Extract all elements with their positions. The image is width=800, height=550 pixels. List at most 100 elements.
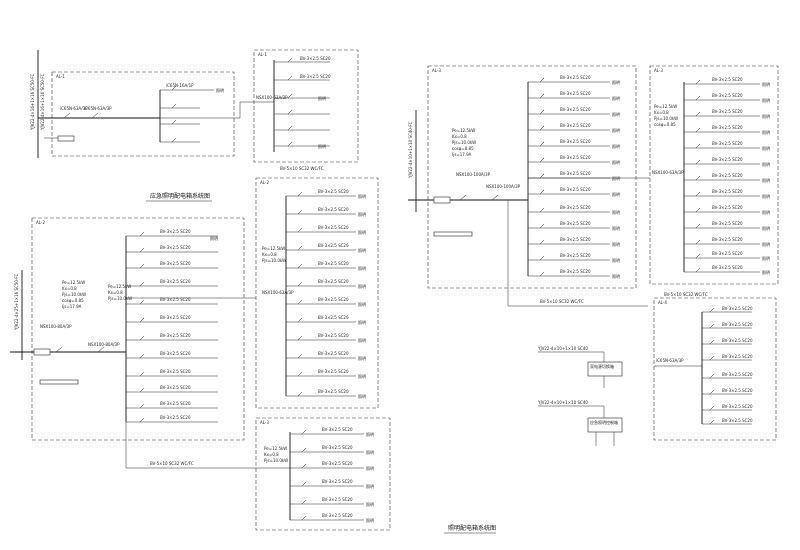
panel-middle-left: AL-2 YJV22-4×25+1×16 SC50-FC NSX100-80A/… — [10, 217, 256, 469]
svg-text:BV-3×2.5 SC20: BV-3×2.5 SC20 — [300, 74, 331, 79]
svg-text:BV-3×2.5 SC20: BV-3×2.5 SC20 — [722, 372, 753, 377]
svg-text:Kx=0.8: Kx=0.8 — [62, 286, 77, 291]
svg-text:Pjs=10.0kW: Pjs=10.0kW — [262, 258, 286, 263]
svg-text:BV-3×2.5 SC20: BV-3×2.5 SC20 — [160, 297, 191, 302]
main-switch — [55, 346, 63, 353]
svg-text:照明: 照明 — [358, 374, 366, 379]
svg-text:BV-3×2.5 SC20: BV-3×2.5 SC20 — [712, 157, 743, 162]
svg-text:BV-3×2.5 SC20: BV-3×2.5 SC20 — [712, 265, 743, 270]
svg-text:照明: 照明 — [366, 518, 374, 523]
svg-text:BV-3×2.5 SC20: BV-3×2.5 SC20 — [722, 322, 753, 327]
panel-top-middle: AL-1 NSX100-63A/3P BV-3×2.5 SC20 BV-3×2.… — [240, 49, 359, 171]
main-breaker-label: iC65N-63A/3P — [60, 106, 88, 111]
svg-text:照明: 照明 — [358, 394, 366, 399]
svg-text:照明: 照明 — [762, 226, 770, 231]
svg-text:BV-3×2.5 SC20: BV-3×2.5 SC20 — [712, 251, 743, 256]
svg-text:BV-3×2.5 SC20: BV-3×2.5 SC20 — [322, 497, 353, 502]
small-box-2: YJV22-4×10+1×10 SC40 应急照明控制箱 — [537, 400, 623, 446]
panel-id: AL-1 — [258, 52, 267, 57]
panel-id: AL-2 — [36, 220, 45, 225]
main-switch — [459, 194, 467, 201]
svg-text:BV-3×2.5 SC20: BV-3×2.5 SC20 — [560, 107, 591, 112]
svg-text:Pe=12.5kW: Pe=12.5kW — [452, 128, 475, 133]
svg-text:BV-3×2.5 SC20: BV-3×2.5 SC20 — [712, 77, 743, 82]
svg-text:BV-3×2.5 SC20: BV-3×2.5 SC20 — [560, 171, 591, 176]
svg-text:Kx=0.8: Kx=0.8 — [108, 290, 123, 295]
panel-boundary — [31, 217, 245, 441]
outgoing-circuits: BV-3×2.5 SC20 照明 BV-3×2.5 SC20 照明 BV-3×2.5… — [684, 77, 770, 275]
panel-top-left: AL-1 YJV22-4×16+1×16 SC50-FC YJV22-4×16+… — [30, 50, 241, 158]
panel-id: AL-3 — [654, 68, 663, 73]
panel-boundary — [427, 65, 637, 289]
svg-text:BV-3×2.5 SC20: BV-3×2.5 SC20 — [322, 427, 353, 432]
equipment-box — [587, 417, 623, 433]
svg-text:照明: 照明 — [358, 338, 366, 343]
svg-text:照明: 照明 — [358, 212, 366, 217]
main-breaker-label-2: iC65N-63A/3P — [84, 106, 112, 111]
svg-text:照明: 照明 — [358, 284, 366, 289]
svg-text:BV-3×2.5 SC20: BV-3×2.5 SC20 — [160, 401, 191, 406]
svg-text:BV-3×2.5 SC20: BV-3×2.5 SC20 — [560, 123, 591, 128]
svg-text:BV-3×2.5 SC20: BV-3×2.5 SC20 — [318, 369, 349, 374]
svg-text:BV-3×2.5 SC20: BV-3×2.5 SC20 — [712, 109, 743, 114]
svg-text:BV-3×2.5 SC20: BV-3×2.5 SC20 — [160, 369, 191, 374]
svg-text:BV-3×2.5 SC20: BV-3×2.5 SC20 — [712, 125, 743, 130]
svg-text:照明: 照明 — [358, 194, 366, 199]
svg-text:BV-3×2.5 SC20: BV-3×2.5 SC20 — [722, 404, 753, 409]
svg-text:BV-3×2.5 SC20: BV-3×2.5 SC20 — [322, 479, 353, 484]
svg-text:cosφ=0.85: cosφ=0.85 — [452, 146, 474, 151]
svg-text:BV-3×2.5 SC20: BV-3×2.5 SC20 — [712, 93, 743, 98]
svg-text:Ijs=17.9A: Ijs=17.9A — [62, 304, 82, 309]
svg-text:照明: 照明 — [762, 146, 770, 151]
svg-text:BV-3×2.5 SC20: BV-3×2.5 SC20 — [560, 269, 591, 274]
svg-text:照明: 照明 — [216, 88, 224, 93]
meter-box — [433, 196, 451, 204]
svg-text:照明: 照明 — [318, 96, 326, 101]
svg-text:BV-3×2.5 SC20: BV-3×2.5 SC20 — [712, 221, 743, 226]
svg-text:Pe=12.5kW: Pe=12.5kW — [654, 104, 677, 109]
load-params: Pe=12.5kW Kx=0.8 Pjs=10.0kW cosφ=0.85 Ij… — [62, 280, 132, 309]
panel-id: AL-1 — [56, 74, 65, 79]
spd-box — [433, 231, 473, 237]
panel-bottom-right: AL-4 BV-5×10 SC32 WC/FC iC65N-63A/3P BV-… — [653, 292, 777, 441]
outgoing-circuits: BV-3×2.5 SC20 照明 BV-3×2.5 SC20 照明 BV-3×2.5… — [290, 427, 374, 523]
cable-label: YJV22-4×10+1×10 SC40 — [537, 400, 588, 405]
svg-text:cosφ=0.85: cosφ=0.85 — [654, 122, 676, 127]
svg-text:照明: 照明 — [612, 210, 620, 215]
svg-text:Pjs=10.0kW: Pjs=10.0kW — [62, 292, 86, 297]
svg-text:Pjs=10.0kW: Pjs=10.0kW — [264, 458, 288, 463]
trunk-cable: BV-5×10 SC32 WC/FC — [280, 166, 324, 171]
svg-text:BV-3×2.5 SC20: BV-3×2.5 SC20 — [712, 237, 743, 242]
svg-text:照明: 照明 — [210, 236, 218, 241]
meter-box — [57, 135, 75, 142]
svg-text:BV-3×2.5 SC20: BV-3×2.5 SC20 — [160, 261, 191, 266]
breaker-label: NSX100-63A/3P — [262, 290, 294, 295]
svg-text:Pjs=10.0kW: Pjs=10.0kW — [654, 116, 678, 121]
main-switch-2 — [491, 194, 499, 201]
incoming-cable-label: YJV22-4×10+1×10 SC40-FC — [408, 121, 413, 179]
svg-text:照明: 照明 — [366, 502, 374, 507]
incoming-cable: BV-5×10 SC32 WC/FC — [664, 292, 708, 297]
svg-text:照明: 照明 — [612, 242, 620, 247]
svg-text:BV-3×2.5 SC20: BV-3×2.5 SC20 — [318, 261, 349, 266]
small-box-1: YJV22-4×10+1×10 SC40 双电源切换箱 — [537, 346, 623, 388]
svg-text:照明: 照明 — [358, 266, 366, 271]
outgoing-circuits: BV-3×2.5 SC20 BV-3×2.5 SC20 BV-3×2.5 SC2… — [702, 306, 753, 425]
svg-text:BV-3×2.5 SC20: BV-3×2.5 SC20 — [300, 56, 331, 61]
trunk-cable: BV-5×10 SC32 WC/FC — [540, 299, 584, 304]
svg-text:BV-3×2.5 SC20: BV-3×2.5 SC20 — [560, 75, 591, 80]
svg-text:BV-3×2.5 SC20: BV-3×2.5 SC20 — [160, 315, 191, 320]
main-switch-2 — [97, 346, 105, 353]
svg-text:BV-3×2.5 SC20: BV-3×2.5 SC20 — [160, 351, 191, 356]
svg-text:BV-3×2.5 SC20: BV-3×2.5 SC20 — [318, 279, 349, 284]
svg-text:照明: 照明 — [612, 226, 620, 231]
main-switch — [63, 112, 71, 119]
svg-text:BV-3×2.5 SC20: BV-3×2.5 SC20 — [160, 245, 191, 250]
svg-text:BV-3×2.5 SC20: BV-3×2.5 SC20 — [160, 385, 191, 390]
svg-text:Kx=0.8: Kx=0.8 — [262, 252, 277, 257]
svg-text:照明: 照明 — [612, 128, 620, 133]
svg-text:BV-3×2.5 SC20: BV-3×2.5 SC20 — [318, 207, 349, 212]
meter-box — [33, 348, 51, 356]
equipment-label: 应急照明控制箱 — [590, 419, 618, 425]
